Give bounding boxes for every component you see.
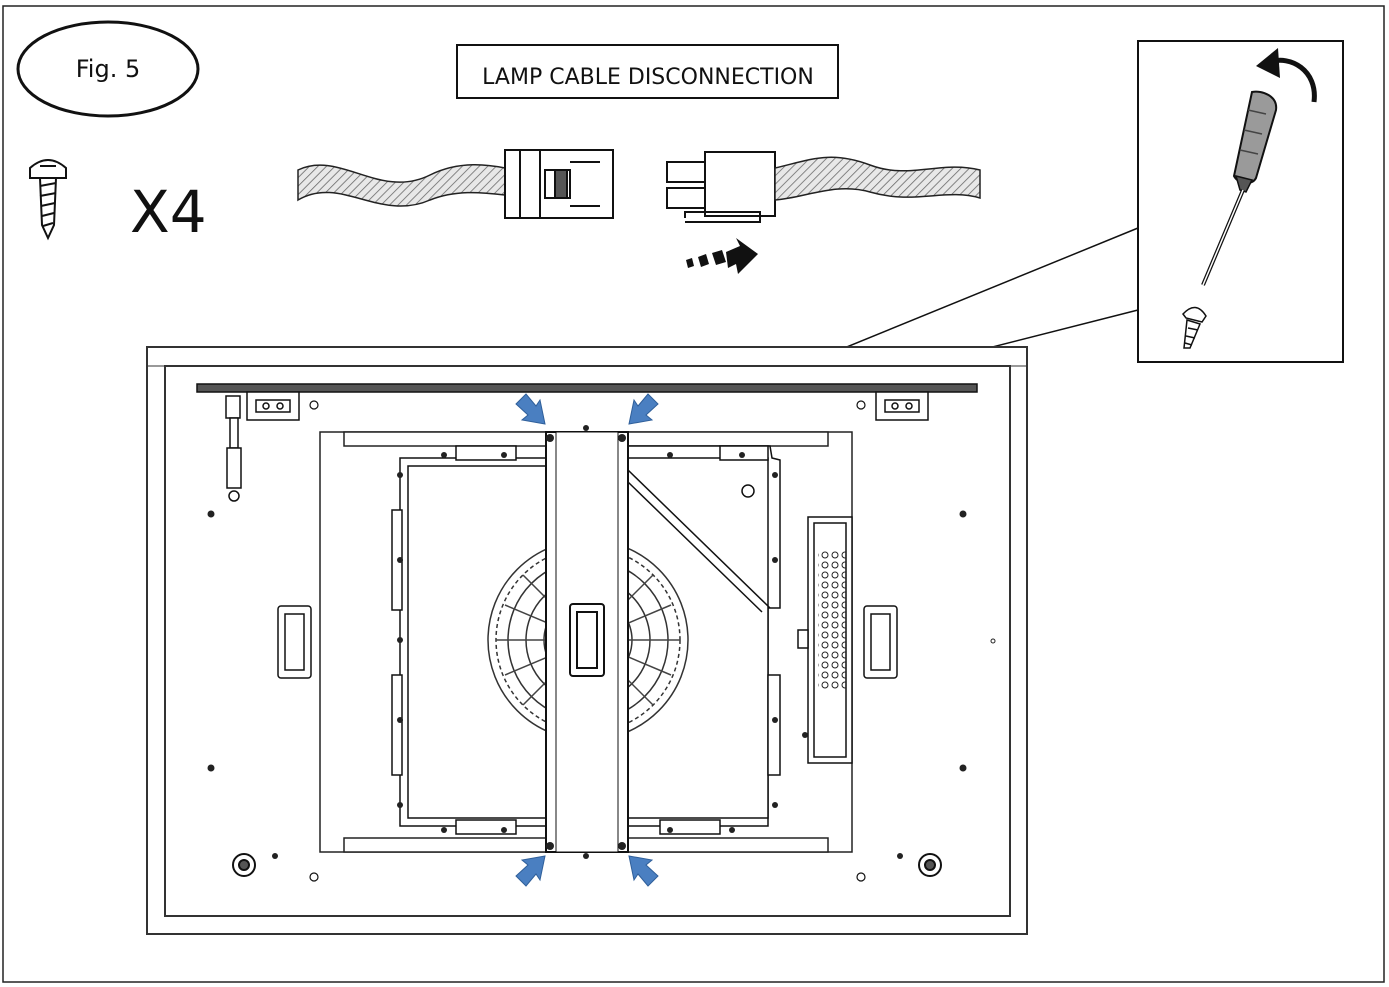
rotate-counterclockwise-icon — [1256, 48, 1317, 103]
figure-label-text: Fig. 5 — [76, 55, 141, 83]
arrow-bottom-left — [515, 855, 546, 887]
pull-direction-arrow-icon — [686, 238, 758, 274]
arrow-top-right — [628, 393, 659, 425]
screw-icon — [29, 159, 67, 241]
cable-connector-icon — [504, 149, 614, 219]
screwdriver-icon — [1201, 90, 1278, 286]
panel-screws — [207, 510, 996, 859]
central-strip — [545, 431, 629, 853]
hood-panel — [146, 346, 1028, 935]
round-feet — [232, 853, 942, 877]
strip-screws — [546, 425, 626, 859]
cable-plug — [666, 151, 776, 223]
plate-screws — [397, 452, 808, 833]
arrow-bottom-right — [628, 855, 659, 887]
hinge-bar — [196, 383, 978, 393]
detail-inset — [1137, 40, 1344, 363]
cross-screws — [309, 400, 866, 882]
hinge-right — [875, 391, 929, 421]
figure-title: LAMP CABLE DISCONNECTION — [482, 65, 814, 90]
figure-title-box: LAMP CABLE DISCONNECTION — [456, 44, 839, 99]
cable-left — [297, 163, 506, 207]
cable-right — [774, 156, 981, 201]
inset-screw-icon — [1182, 306, 1207, 349]
arrow-top-left — [515, 393, 546, 425]
figure-border — [2, 5, 1385, 983]
left-plate — [391, 445, 549, 835]
right-plate — [627, 445, 781, 835]
screw-quantity: X4 — [130, 178, 207, 246]
screw-location-arrows — [515, 393, 659, 887]
gas-spring-icon — [225, 395, 242, 502]
handle-left — [277, 605, 312, 679]
hinge-left — [246, 391, 300, 421]
figure-label: Fig. 5 — [16, 20, 200, 118]
electronics-box — [797, 516, 853, 764]
handle-right — [863, 605, 898, 679]
